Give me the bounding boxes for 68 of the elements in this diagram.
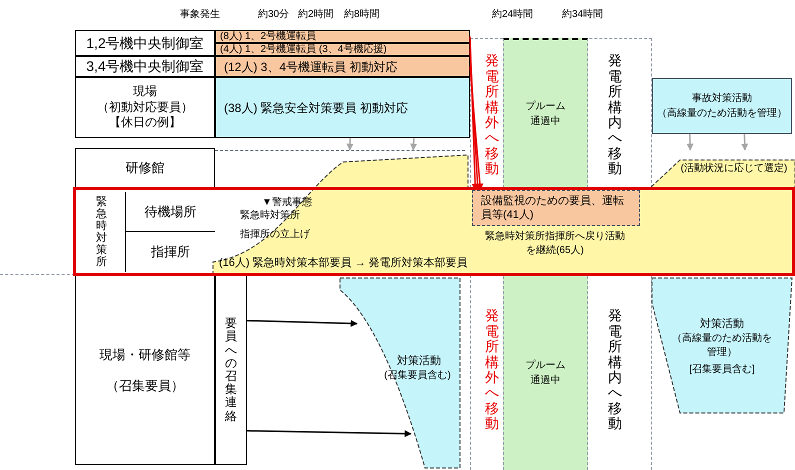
arrow (346, 138, 354, 151)
arrow (741, 134, 748, 151)
node-text: プルーム (526, 100, 566, 114)
node-text: 指揮所 (151, 243, 190, 262)
staff-bar (215, 56, 470, 77)
staff-box (472, 190, 640, 226)
arrow (410, 138, 418, 151)
node-text: 通過中 (530, 374, 560, 388)
label-text: 約34時間 (562, 8, 604, 22)
contact-column (215, 275, 247, 465)
node-text: 発電所構内へ移動 (608, 53, 622, 177)
row-header (75, 148, 215, 188)
arrow (469, 66, 484, 191)
staff-bar (215, 30, 470, 43)
staff-bar (215, 43, 470, 56)
row-header (125, 192, 215, 232)
node-text: [召集要員含む] (688, 362, 756, 377)
row-header (75, 30, 215, 56)
node-text: 対策活動 (396, 354, 442, 369)
plume-band (503, 38, 588, 188)
activity-box (652, 78, 792, 134)
node-text: （高線量のため活動を管理） (657, 106, 787, 121)
node-text: 待機場所 (144, 202, 196, 221)
row-header (75, 56, 215, 77)
node-text: 1,2号機中央制御室 (86, 34, 204, 52)
label-text: 約24時間 (492, 8, 534, 22)
node-text: (16人) 緊急時対策本部要員 → 発電所対策本部要員 (219, 256, 468, 270)
node-text: （初動対応要員） (97, 100, 193, 116)
staff-bar (215, 77, 470, 138)
node-text: 事故対策活動 (692, 92, 752, 106)
row-header (75, 77, 215, 138)
label-text: 約30分 (258, 8, 290, 22)
label-text: 約8時間 (344, 8, 380, 22)
label-text: 事象発生 (180, 8, 220, 22)
node-text: （高線量のため活動を管理） (672, 332, 772, 360)
arrow (469, 49, 482, 191)
arrow (246, 430, 412, 438)
node-text: （召集要員） (106, 377, 184, 395)
node-text: (召集要員含む) (383, 368, 452, 383)
plume-band (503, 276, 588, 470)
node-text: (38人) 緊急安全対策要員 初動対応 (224, 100, 408, 116)
label-text: 指揮所の立上げ (240, 228, 310, 242)
node-text: (12人) 3、4号機運転員 初動対応 (224, 58, 398, 76)
node-text: (4人) 1、2号機運転員 (3、4号機応援) (220, 44, 387, 55)
node-text: (活動状況に応じて選定) (680, 162, 788, 176)
node-text: (8人) 1、2号機運転員 (220, 31, 316, 42)
node-text: 【休日の例】 (109, 115, 181, 131)
node-text: 対策活動 (699, 316, 745, 332)
node-text: 緊急時対策所 (96, 196, 107, 268)
node-text: 通過中 (530, 114, 560, 129)
node-text: 現場 (133, 84, 157, 100)
arrow (246, 320, 358, 327)
node-text: 現場・研修館等 (100, 346, 190, 364)
label-text: 緊急時対策所 (240, 209, 300, 223)
node-text: 研修館 (126, 159, 164, 178)
node-text: 緊急時対策所指揮所へ戻り活動を継続(65人) (485, 230, 625, 258)
row-header (75, 275, 215, 465)
node-text: 3,4号機中央制御室 (86, 57, 204, 76)
label-text: 約2時間 (298, 8, 334, 22)
node-text: 設備監視のための要員、運転員等(41人) (481, 194, 625, 222)
label-text: ▼警戒事態 (262, 196, 312, 210)
arrow (686, 134, 694, 151)
node-text: 要員への召集連絡 (225, 317, 237, 423)
node-text: 発電所構外へ移動 (485, 308, 499, 432)
node-text: 発電所構内へ移動 (608, 308, 622, 432)
node-text: プルーム (526, 358, 566, 373)
arrow (469, 36, 479, 191)
node-text: 発電所構外へ移動 (485, 53, 499, 177)
